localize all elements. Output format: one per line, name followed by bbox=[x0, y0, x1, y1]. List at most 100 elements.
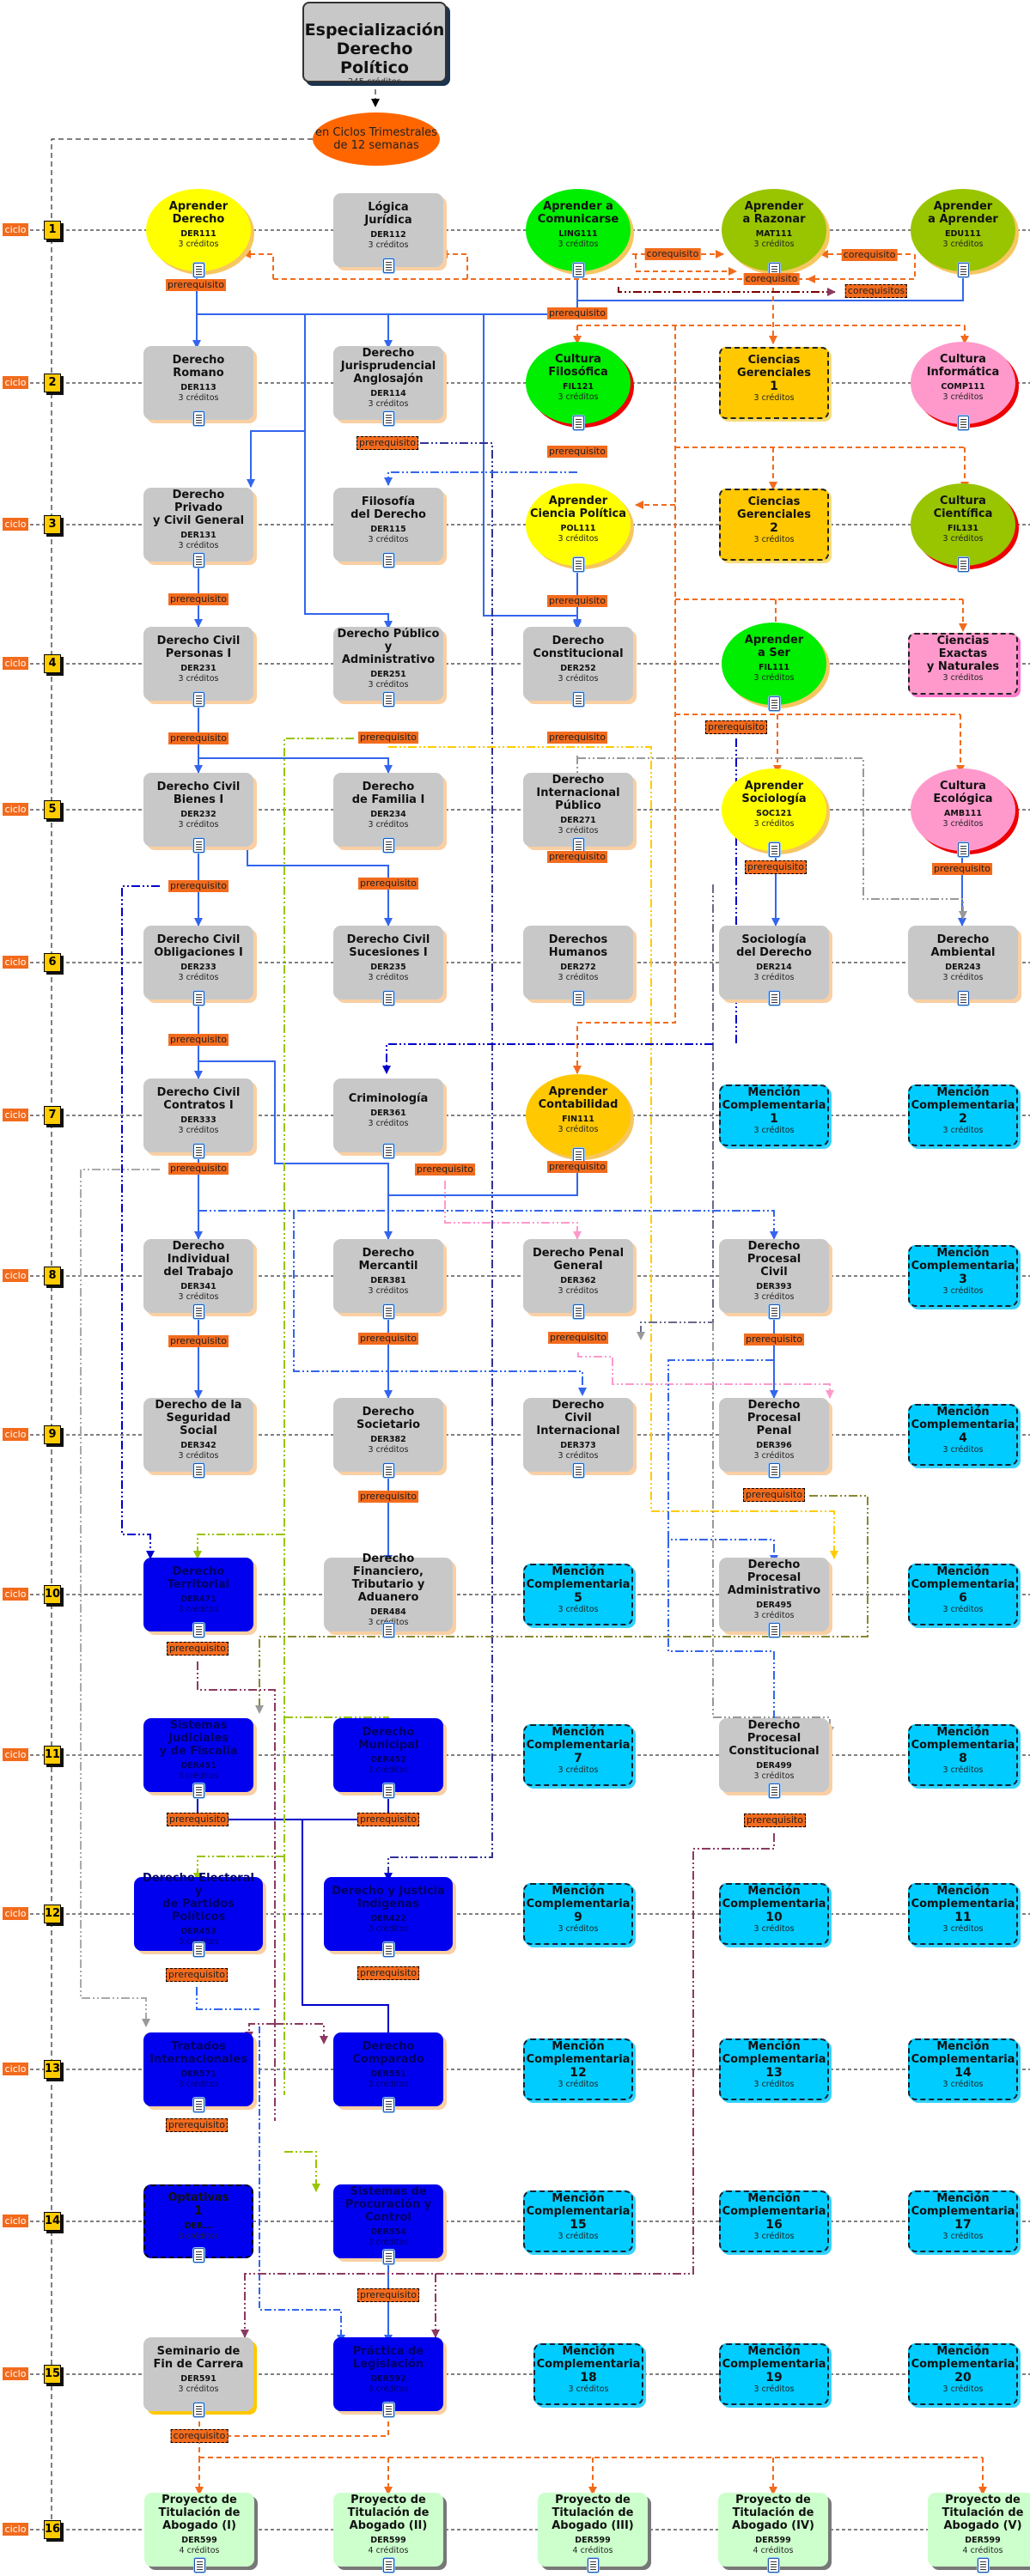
course-node[interactable]: Derecho Electoral y de Partidos Político… bbox=[134, 1872, 263, 1957]
document-icon[interactable] bbox=[383, 1942, 394, 1957]
course-node[interactable]: Proyecto de Titulación de Abogado (II)DE… bbox=[333, 2493, 443, 2573]
document-icon[interactable] bbox=[194, 2558, 205, 2573]
document-icon[interactable] bbox=[573, 692, 584, 707]
document-icon[interactable] bbox=[193, 1783, 204, 1798]
document-icon[interactable] bbox=[573, 1304, 584, 1319]
document-icon[interactable] bbox=[573, 991, 584, 1005]
document-icon[interactable] bbox=[193, 263, 204, 277]
document-icon[interactable] bbox=[958, 416, 969, 430]
document-icon[interactable] bbox=[769, 1463, 780, 1478]
document-icon[interactable] bbox=[573, 1463, 584, 1478]
course-node[interactable]: Proyecto de Titulación de Abogado (I)DER… bbox=[144, 2493, 254, 2573]
document-icon[interactable] bbox=[383, 2403, 394, 2417]
document-icon[interactable] bbox=[769, 1783, 780, 1798]
document-icon[interactable] bbox=[588, 2558, 599, 2573]
document-icon[interactable] bbox=[193, 991, 204, 1005]
document-icon[interactable] bbox=[193, 838, 204, 853]
document-icon[interactable] bbox=[193, 1304, 204, 1319]
document-icon[interactable] bbox=[193, 553, 204, 568]
document-icon[interactable] bbox=[193, 2248, 204, 2263]
document-icon[interactable] bbox=[769, 991, 780, 1005]
document-icon[interactable] bbox=[383, 1144, 394, 1158]
document-icon[interactable] bbox=[383, 1783, 394, 1798]
document-icon[interactable] bbox=[193, 1463, 204, 1478]
document-icon[interactable] bbox=[383, 838, 394, 853]
document-icon[interactable] bbox=[383, 2098, 394, 2112]
document-icon[interactable] bbox=[193, 411, 204, 426]
document-icon[interactable] bbox=[383, 258, 394, 273]
document-icon[interactable] bbox=[383, 1304, 394, 1319]
document-icon[interactable] bbox=[573, 263, 584, 277]
document-icon[interactable] bbox=[769, 1623, 780, 1637]
document-icon[interactable] bbox=[193, 2403, 204, 2417]
document-icon[interactable] bbox=[193, 1942, 204, 1957]
document-icon[interactable] bbox=[768, 2558, 779, 2573]
document-icon[interactable] bbox=[383, 1623, 394, 1637]
document-icon[interactable] bbox=[193, 692, 204, 707]
course-node[interactable]: Proyecto de Titulación de Abogado (IV)DE… bbox=[718, 2493, 828, 2573]
document-icon[interactable] bbox=[958, 263, 969, 277]
document-icon[interactable] bbox=[383, 692, 394, 707]
document-icon[interactable] bbox=[383, 411, 394, 426]
document-icon[interactable] bbox=[573, 557, 584, 572]
document-icon[interactable] bbox=[769, 842, 780, 857]
document-icon[interactable] bbox=[383, 2250, 394, 2264]
